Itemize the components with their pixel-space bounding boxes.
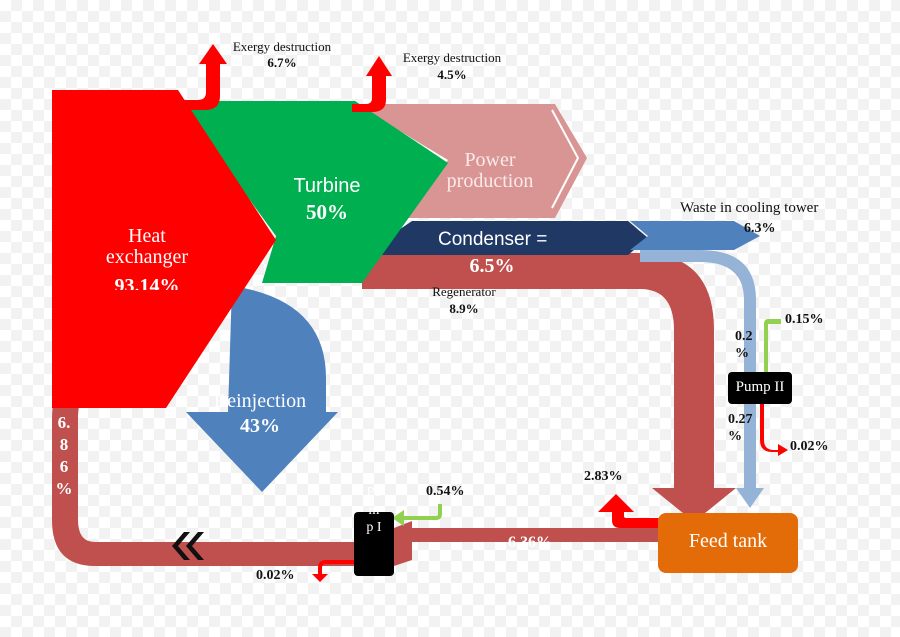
reinjection-value: 43% (240, 415, 280, 437)
pump1-loss-flow (312, 560, 356, 582)
condensate-pipe-lower (744, 404, 756, 490)
pump2-label: Pump II (735, 379, 785, 395)
condensate-flow (640, 250, 756, 372)
feed-tank-loss-flow (598, 494, 660, 528)
feed-tank-loss-value: 2.83% (584, 469, 623, 484)
exergy-destruction-arrow-1 (172, 44, 227, 110)
pump1-loss-value: 0.02% (256, 568, 295, 583)
pump1-input-flow (392, 504, 442, 526)
loop-value: 6. 8 6 % (55, 413, 73, 499)
pump1-input-value: 0.54% (426, 484, 465, 499)
regenerator-flow (362, 253, 736, 522)
reinjection-node (186, 286, 338, 492)
pump2-input-value: 0.15% (785, 312, 824, 327)
exergy-destruction-1-value: 6.7% (267, 55, 297, 70)
condenser-label: Condenser = (438, 229, 548, 250)
condensate-arrow (736, 488, 764, 508)
feed-tank-out-value: 6.36% (508, 534, 552, 551)
waste-value: 6.3% (744, 221, 776, 236)
exergy-destruction-arrow-2 (352, 56, 392, 112)
regenerator-value: 8.9% (449, 301, 479, 316)
feed-tank-label: Feed tank (688, 530, 768, 552)
heat-exchanger-node (52, 90, 276, 408)
exergy-destruction-1-label: Exergy destruction (232, 39, 332, 54)
condenser-value: 6.5% (469, 255, 515, 277)
waste-label: Waste in cooling tower (680, 200, 819, 216)
heat-exchanger-label: Heat exchanger (105, 225, 189, 268)
turbine-value: 50% (306, 200, 348, 224)
loop-chevron-1 (172, 532, 190, 560)
feed-tank-node (658, 513, 798, 573)
exergy-destruction-2-value: 4.5% (437, 67, 467, 82)
turbine-label: Turbine (293, 175, 361, 197)
waste-flow (630, 221, 760, 250)
condenser-flow (362, 221, 648, 255)
reinjection-label: Reinjection (213, 390, 307, 412)
power-arrow-outline (551, 109, 580, 209)
power-flow (355, 104, 587, 218)
pump2-node (728, 372, 792, 404)
loop-chevron-2 (186, 532, 204, 560)
pump1-label: Pu m p I (366, 485, 382, 535)
exergy-destruction-2-label: Exergy destruction (402, 50, 502, 65)
power-production-label: Power production (446, 149, 534, 192)
pump2-loss-value: 0.02% (790, 439, 829, 454)
pump2-loss-flow (760, 404, 788, 456)
pump1-inlet-arrow (394, 521, 412, 566)
turbine-node (178, 101, 448, 283)
heat-exchanger-value: 93.14% (114, 276, 180, 290)
pump2-top-value: 0.2 % (735, 329, 753, 361)
regenerator-label: Regenerator (432, 284, 496, 299)
pump2-bottom-value: 0.27 % (728, 412, 753, 444)
pump1-node (354, 512, 394, 576)
